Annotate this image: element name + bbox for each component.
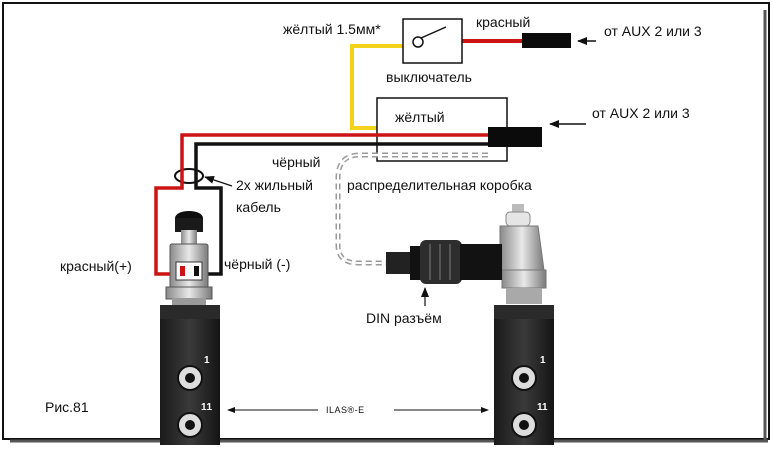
left-port-1-label: 1 (204, 355, 210, 366)
label-from-aux-top: от AUX 2 или 3 (604, 23, 702, 39)
label-yellow-box: жёлтый (395, 109, 445, 125)
arrow-cable (204, 176, 233, 187)
label-ilas: ILAS®-E (326, 405, 365, 415)
aux-connector-top (522, 33, 571, 48)
din-connector (386, 240, 502, 284)
label-from-aux-box: от AUX 2 или 3 (592, 105, 690, 121)
left-solenoid-valve (165, 211, 213, 308)
figure-caption: Рис.81 (45, 399, 89, 415)
right-valve-head (499, 204, 547, 304)
switch-box (402, 18, 463, 64)
label-red-wire-top: красный (476, 14, 530, 30)
figure-frame (2, 2, 770, 440)
label-switch: выключатель (386, 69, 472, 85)
right-distributor-block (494, 305, 554, 445)
label-black-wire: чёрный (272, 154, 320, 170)
black-wire-main (194, 142, 488, 160)
right-port-1-label: 1 (540, 355, 546, 366)
red-wire-main (180, 133, 488, 152)
label-red-plus: красный(+) (60, 258, 132, 274)
label-cable-line1: 2х жильный (236, 177, 313, 193)
label-cable-line2: кабель (236, 199, 281, 215)
aux-connector-box (488, 127, 542, 147)
label-black-minus: чёрный (-) (224, 256, 290, 272)
switch-symbol (412, 36, 424, 48)
left-distributor-block (160, 305, 220, 445)
label-yellow-wire-top: жёлтый 1.5мм* (283, 21, 381, 37)
right-port-11-label: 11 (537, 402, 548, 413)
label-junction-box: распределительная коробка (347, 177, 532, 193)
cable-sheath (174, 168, 204, 184)
junction-box (376, 97, 508, 162)
left-port-11-label: 11 (201, 402, 213, 413)
label-din-connector: DIN разъём (366, 310, 442, 326)
